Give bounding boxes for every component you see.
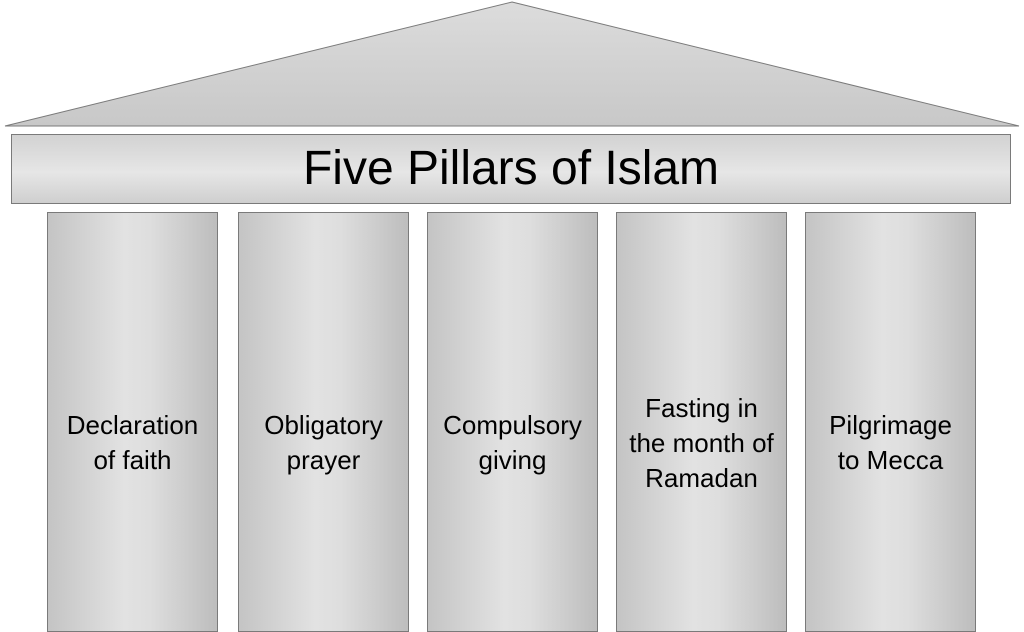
diagram-title: Five Pillars of Islam <box>302 142 720 195</box>
pillar-obligatory-prayer: Obligatory prayer <box>238 212 409 632</box>
pillar-label: Obligatory prayer <box>264 410 383 475</box>
pillar-fasting-ramadan: Fasting in the month of Ramadan <box>616 212 787 632</box>
temple-roof <box>4 1 1020 127</box>
pillar-label: Compulsory giving <box>443 410 582 475</box>
pillar-label: Declaration of faith <box>66 410 199 475</box>
pillar-label: Pilgrimage to Mecca <box>829 410 952 475</box>
pillar-declaration-of-faith: Declaration of faith <box>47 212 218 632</box>
pillar-compulsory-giving: Compulsory giving <box>427 212 598 632</box>
pillar-pilgrimage-to-mecca: Pilgrimage to Mecca <box>805 212 976 632</box>
temple-lintel: Five Pillars of Islam <box>11 134 1011 204</box>
pillar-label: Fasting in the month of Ramadan <box>629 393 774 493</box>
